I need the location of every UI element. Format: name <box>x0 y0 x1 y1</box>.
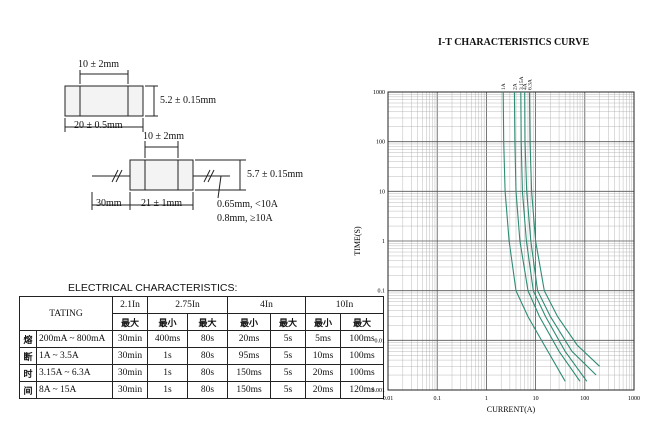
series-line <box>528 91 600 367</box>
lead-wire-length-label: 30mm <box>96 198 122 209</box>
x-tick-label: 1 <box>485 396 488 402</box>
table-cell: 30min <box>112 347 148 365</box>
table-row: 断 1A ~ 3.5A 30min 1s 80s 95ms 5s 10ms 10… <box>19 347 384 365</box>
range-cell: 3.15A ~ 6.3A <box>36 364 113 382</box>
range-cell: 200mA ~ 800mA <box>36 330 113 348</box>
electrical-characteristics-table: TATING 2.1In 2.75In 4In 10In 最大 最小 最大 最小… <box>19 296 384 399</box>
sub-label: 最大 <box>187 313 228 331</box>
it-characteristics-chart: 0.01 0.1 1 10 100 1000 0.001 0.01 0.1 1 10 100 1000C… <box>353 76 640 414</box>
x-tick-label: 1000 <box>628 396 640 402</box>
y-axis-label: TIME(S) <box>353 226 362 256</box>
top-length-label: 10 ± 2mm <box>78 59 120 70</box>
table-cell: 5s <box>270 330 306 348</box>
series-line <box>502 91 566 382</box>
sub-label: 最大 <box>112 313 148 331</box>
table-cell: 5s <box>270 381 306 399</box>
table-row: 时 3.15A ~ 6.3A 30min 1s 80s 150ms 5s 20m… <box>19 364 384 382</box>
series-line <box>520 91 588 382</box>
x-tick-label: 0.1 <box>433 396 441 402</box>
table-cell: 150ms <box>227 381 271 399</box>
table-cell: 30min <box>112 364 148 382</box>
leaded-fuse-drawing <box>91 141 246 210</box>
sub-label: 最小 <box>305 313 341 331</box>
plot-frame <box>387 91 635 391</box>
table-cell: 1s <box>147 347 188 365</box>
table-cell: 400ms <box>147 330 188 348</box>
range-cell: 1A ~ 3.5A <box>36 347 113 365</box>
series-label: 2A <box>512 83 518 90</box>
fuse-dimension-drawings <box>64 70 246 210</box>
table-cell: 10ms <box>305 347 341 365</box>
table-subheader-row: 最大 最小 最大 最小 最大 最小 最大 <box>20 313 384 331</box>
series-label: 3.15A <box>519 76 525 90</box>
x-axis-label: CURRENT(A) <box>487 405 536 414</box>
chart-title: I-T CHARACTERISTICS CURVE <box>438 37 590 48</box>
series-line <box>524 91 597 376</box>
side-label: 间 <box>19 381 37 399</box>
group-header: 2.1In <box>112 296 148 314</box>
top-overall-label: 20 ± 0.5mm <box>74 120 123 131</box>
table-cell: 1s <box>147 381 188 399</box>
table-cell: 20ms <box>227 330 271 348</box>
wire-spec-line-1: 0.65mm, <10A <box>217 199 278 210</box>
table-cell: 5ms <box>305 330 341 348</box>
table-header-row: TATING 2.1In 2.75In 4In 10In <box>19 296 384 331</box>
table-cell: 30min <box>112 330 148 348</box>
table-row: 熔 200mA ~ 800mA 30min 400ms 80s 20ms 5s … <box>19 330 384 348</box>
sub-label: 最小 <box>147 313 188 331</box>
electrical-characteristics-title: ELECTRICAL CHARACTERISTICS: <box>68 282 238 294</box>
side-label: 时 <box>19 364 37 382</box>
table-cell: 150ms <box>227 364 271 382</box>
lead-body-length-label: 21 ± 1mm <box>141 198 183 209</box>
side-label: 熔 <box>19 330 37 348</box>
table-row: 间 8A ~ 15A 30min 1s 80s 150ms 5s 20ms 12… <box>19 381 384 399</box>
table-cell: 30min <box>112 381 148 399</box>
series-label: 6.3A <box>528 79 534 90</box>
group-header: 4In <box>227 296 306 314</box>
series-label: 4A <box>523 83 529 90</box>
table-cell: 120ms <box>340 381 384 399</box>
lead-height-label: 5.7 ± 0.15mm <box>247 169 304 180</box>
group-header: 2.75In <box>147 296 228 314</box>
y-tick-label: 1 <box>382 239 385 245</box>
side-label: 断 <box>19 347 37 365</box>
table-cell: 80s <box>187 381 228 399</box>
table-cell: 5s <box>270 364 306 382</box>
sub-label: 最大 <box>270 313 306 331</box>
rating-header: TATING <box>19 296 113 331</box>
y-tick-label: 0.1 <box>378 289 386 295</box>
y-tick-label: 10 <box>379 189 385 195</box>
y-tick-label: 100 <box>376 140 385 146</box>
table-cell: 80s <box>187 364 228 382</box>
sub-label: 最小 <box>227 313 271 331</box>
table-cell: 20ms <box>305 364 341 382</box>
y-tick-label: 1000 <box>373 90 385 96</box>
wire-spec-line-2: 0.8mm, ≥10A <box>217 213 273 224</box>
table-cell: 5s <box>270 347 306 365</box>
x-tick-label: 100 <box>580 396 589 402</box>
series-line <box>513 91 581 382</box>
lead-cap-length-label: 10 ± 2mm <box>143 131 185 142</box>
table-cell: 95ms <box>227 347 271 365</box>
cartridge-fuse-drawing <box>64 70 158 132</box>
table-cell: 20ms <box>305 381 341 399</box>
x-tick-label: 10 <box>533 396 539 402</box>
table-cell: 80s <box>187 347 228 365</box>
top-height-label: 5.2 ± 0.15mm <box>160 95 217 106</box>
range-cell: 8A ~ 15A <box>36 381 113 399</box>
x-tick-label: 0.01 <box>383 396 394 402</box>
y-tick-label: 0.001 <box>372 388 386 394</box>
y-tick-label: 0.01 <box>375 338 386 344</box>
series-label: 1A <box>501 83 507 90</box>
table-cell: 80s <box>187 330 228 348</box>
table-cell: 1s <box>147 364 188 382</box>
